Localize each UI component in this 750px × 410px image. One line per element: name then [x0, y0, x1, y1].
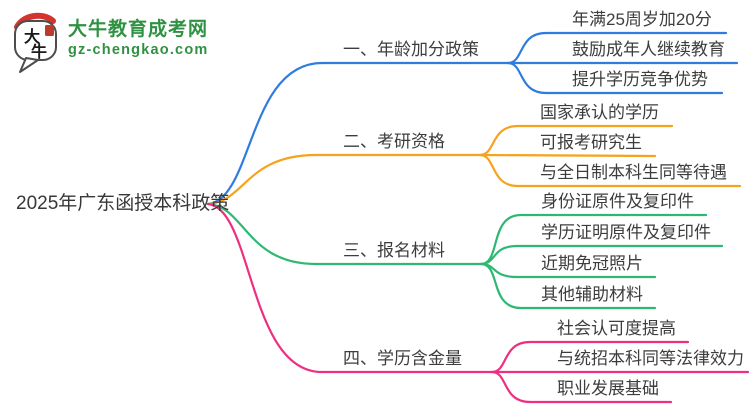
branch-1-leaf-3-line — [506, 61, 724, 95]
branch-2-trunk-line — [206, 153, 482, 206]
branch-3-trunk-line — [206, 202, 483, 266]
branch-4-leaf-3-line — [490, 370, 673, 404]
site-url: gz-chengkao.com — [68, 42, 209, 58]
branch-4-lines — [206, 202, 750, 404]
branch-4-trunk-line — [206, 202, 494, 374]
leaf-label: 其他辅助材料 — [541, 285, 643, 304]
leaf-label: 身份证原件及复印件 — [541, 192, 694, 211]
logo-text-block: 大牛教育成考网 gz-chengkao.com — [68, 12, 208, 59]
leaf-label: 鼓励成年人继续教育 — [572, 40, 725, 59]
branch-1-lines — [206, 31, 739, 206]
branch-2-label: 二、考研资格 — [343, 132, 445, 151]
leaf-label: 与全日制本科生同等待遇 — [540, 163, 727, 182]
branch-1-label: 一、年龄加分政策 — [343, 40, 479, 59]
logo-seal — [45, 25, 54, 36]
site-logo: 大 牛 大牛教育成考网 gz-chengkao.com — [10, 12, 208, 76]
logo-char-top: 大 — [24, 27, 40, 46]
branch-3-label: 三、报名材料 — [343, 241, 445, 260]
branch-3-lines — [206, 202, 724, 310]
logo-bubble-tail — [19, 57, 39, 73]
leaf-label: 国家承认的学历 — [540, 103, 659, 122]
leaf-label: 提升学历竞争优势 — [572, 70, 708, 89]
leaf-label: 近期免冠照片 — [541, 254, 643, 273]
logo-mark: 大 牛 — [14, 12, 57, 73]
branch-3-leaf-4-line — [479, 262, 657, 310]
site-name: 大牛教育成考网 — [68, 19, 209, 40]
branch-2-leaf-2-line — [478, 153, 657, 158]
leaf-label: 社会认可度提高 — [557, 319, 676, 338]
leaf-label: 可报考研究生 — [540, 133, 642, 152]
logo-char-bottom: 牛 — [31, 42, 47, 61]
root-topic: 2025年广东函授本科政策 — [16, 193, 230, 214]
branch-2-lines — [206, 124, 742, 206]
leaf-label: 与统招本科同等法律效力 — [557, 349, 744, 368]
branch-2-leaf-3-line — [478, 153, 742, 188]
leaf-label: 职业发展基础 — [557, 379, 659, 398]
leaf-label: 学历证明原件及复印件 — [541, 223, 711, 242]
leaf-label: 年满25周岁加20分 — [572, 10, 712, 29]
branch-1-trunk-line — [206, 61, 510, 206]
branch-4-label: 四、学历含金量 — [343, 349, 462, 368]
